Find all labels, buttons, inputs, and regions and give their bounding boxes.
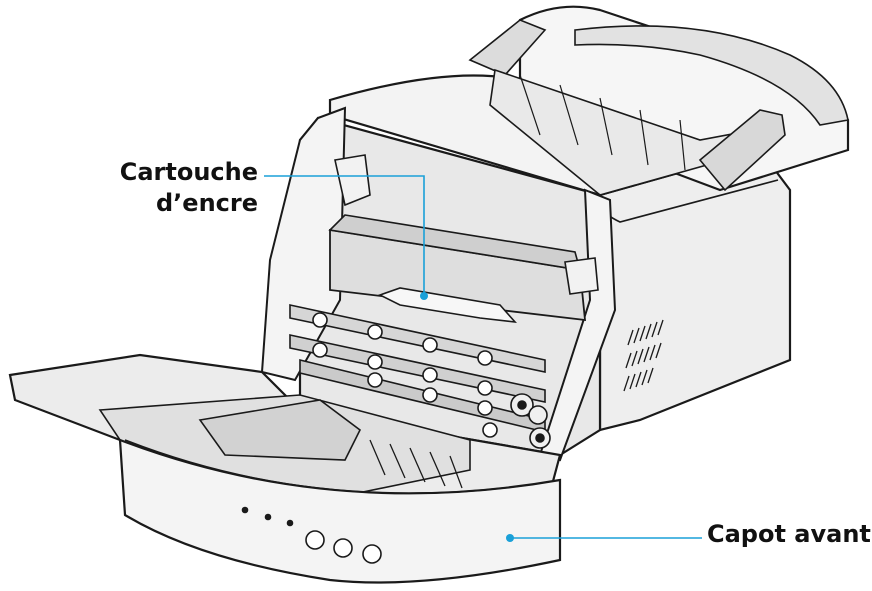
paper-tray-ribs — [519, 74, 686, 171]
label-ink-cartridge: Cartouche d’encre — [120, 157, 258, 219]
label-front-cover-line-1: Capot avant — [707, 520, 871, 548]
gear-cluster — [510, 393, 551, 449]
printer-right-frame — [538, 188, 617, 462]
front-cover-edge — [124, 439, 561, 495]
printer-side-panel — [598, 148, 792, 432]
front-cover-ribs — [369, 439, 463, 489]
cartridge-clip-right — [564, 257, 599, 295]
label-front-cover: Capot avant — [707, 519, 871, 550]
vent-grille — [623, 319, 664, 392]
control-panel — [241, 506, 382, 564]
leader-dot-ink-cartridge — [420, 292, 428, 300]
leader-line-ink-cartridge — [264, 175, 425, 296]
ink-cartridge-handle — [377, 287, 517, 324]
paper-tray-guide-left — [468, 19, 547, 76]
roller-assembly — [289, 304, 546, 438]
front-cover-tray-lip — [198, 399, 362, 461]
paper-tray-guide-right — [698, 109, 786, 192]
paper-tray-support — [574, 25, 849, 126]
leader-dot-front-cover — [506, 534, 514, 542]
label-ink-cartridge-line-2: d’encre — [156, 189, 258, 217]
label-ink-cartridge-line-1: Cartouche — [119, 158, 258, 186]
cartridge-clip-left — [334, 154, 371, 207]
